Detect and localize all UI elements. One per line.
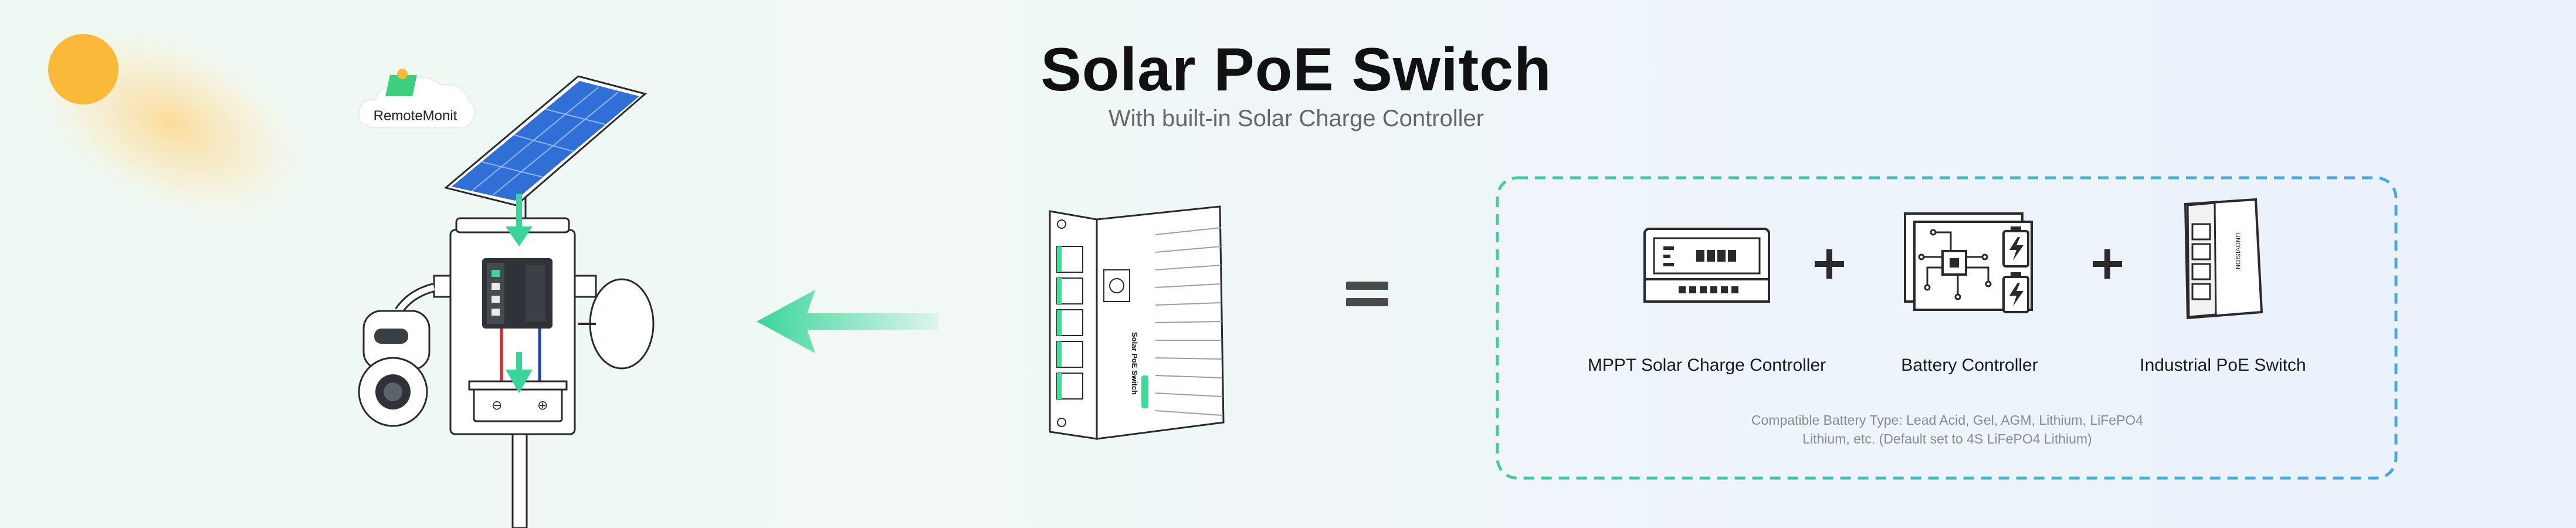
component-label-switch: Industrial PoE Switch [2140,356,2306,375]
component-label-mppt: MPPT Solar Charge Controller [1587,356,1826,375]
solar-installation-illustration: ⊖ ⊕ [358,69,655,528]
page-title: Solar PoE Switch [1040,36,1552,104]
product-side-text: Solar PoE Switch [1130,332,1139,395]
mini-switch-icon [482,258,553,329]
plus-sign [2093,249,2122,279]
power-flow-arrow-icon [506,194,533,393]
solar-panel-icon [443,75,648,207]
battery-note-line-1: Compatible Battery Type: Lead Acid, Gel,… [1751,412,2144,428]
mppt-controller-icon [1643,228,1770,303]
equals-sign [1346,276,1399,311]
cloud-icon [358,69,476,128]
antenna-icon [578,278,655,370]
cloud-label: RemoteMonit [373,108,457,124]
battery-compatibility-note: Compatible Battery Type: Lead Acid, Gel,… [1654,411,2241,448]
svg-text:⊕: ⊕ [537,398,548,413]
battery-note-line-2: Lithium, etc. (Default set to 4S LiFePO4… [1802,431,2092,446]
svg-text:LINOVISION: LINOVISION [2234,232,2241,269]
page-subtitle: With built-in Solar Charge Controller [1108,106,1484,131]
component-breakdown-box [1496,176,2398,480]
plus-sign [1815,249,1844,279]
battery-controller-icon [1904,212,2033,313]
svg-text:⊖: ⊖ [492,398,502,413]
ptz-camera-icon [358,283,436,427]
industrial-switch-icon: LINOVISION [2184,198,2263,320]
solar-logo-icon [385,69,417,96]
component-label-battery: Battery Controller [1901,356,2038,375]
left-arrow-icon [757,290,938,353]
sun-icon [26,21,314,226]
solar-poe-switch-product-image: Solar PoE Switch [1049,205,1225,440]
